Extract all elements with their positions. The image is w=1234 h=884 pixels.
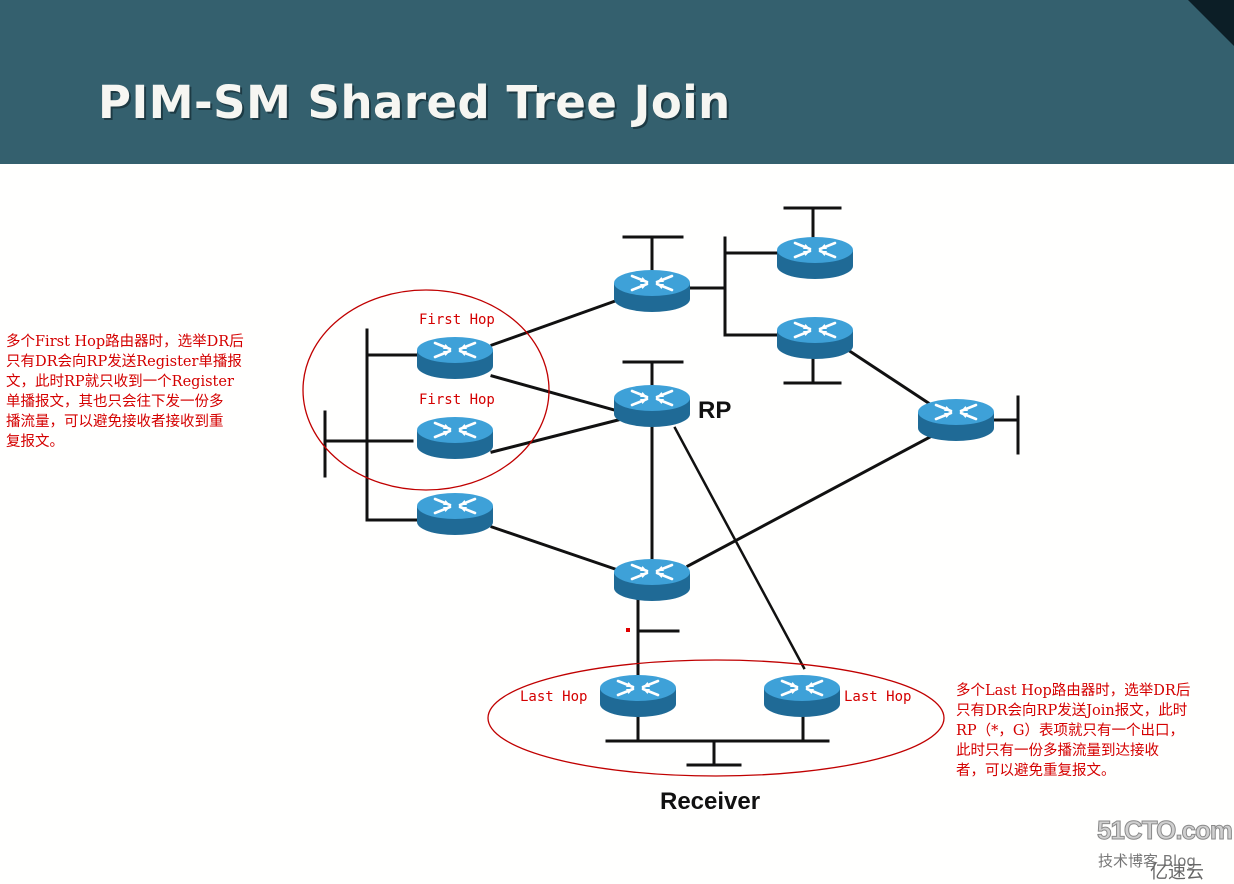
note-line: 此时只有一份多播流量到达接收 (956, 743, 1159, 759)
title-banner: PIM-SM Shared Tree Join (0, 0, 1234, 164)
note-line: 多个Last Hop路由器时，选举DR后 (956, 683, 1191, 699)
router-icon (916, 397, 996, 443)
watermark-sub: 技术博客 Blog (1098, 852, 1196, 870)
note-line: 只有DR会向RP发送Register单播报 (6, 354, 242, 370)
note-line: 多个First Hop路由器时，选举DR后 (6, 334, 244, 350)
last-hop-label: Last Hop (844, 689, 912, 705)
router-icon (762, 673, 842, 719)
router-icon (612, 557, 692, 603)
note-line: 单播报文，其也只会往下发一份多 (6, 394, 224, 410)
router-icon (612, 383, 692, 429)
watermark-logo: 亿速云 (1150, 862, 1204, 883)
slide-title: PIM-SM Shared Tree Join (98, 76, 731, 129)
first-hop-label: First Hop (419, 312, 495, 328)
last-hop-label: Last Hop (520, 689, 588, 705)
first-hop-ellipse (302, 289, 550, 491)
router-icon (598, 673, 678, 719)
router-icon (415, 415, 495, 461)
note-line: 播流量，可以避免接收者接收到重 (6, 414, 224, 430)
router-icon (775, 235, 855, 281)
rp-label: RP (698, 397, 732, 424)
right-annotation: 多个Last Hop路由器时，选举DR后 只有DR会向RP发送Join报文，此时… (956, 681, 1190, 781)
note-line: RP（*，G）表项就只有一个出口， (956, 723, 1185, 739)
router-icon (775, 315, 855, 361)
watermark-brand: 51CTO.com (1096, 815, 1233, 846)
first-hop-label: First Hop (419, 392, 495, 408)
corner-decoration (1188, 0, 1234, 46)
note-line: 复报文。 (6, 434, 64, 450)
note-line: 者，可以避免重复报文。 (956, 763, 1116, 779)
left-annotation: 多个First Hop路由器时，选举DR后 只有DR会向RP发送Register… (6, 332, 244, 452)
note-line: 只有DR会向RP发送Join报文，此时 (956, 703, 1188, 719)
receiver-label: Receiver (660, 788, 761, 815)
router-icon (415, 335, 495, 381)
router-icon (415, 491, 495, 537)
note-line: 文，此时RP就只收到一个Register (6, 374, 234, 390)
router-icon (612, 268, 692, 314)
last-hop-ellipse (487, 659, 945, 777)
